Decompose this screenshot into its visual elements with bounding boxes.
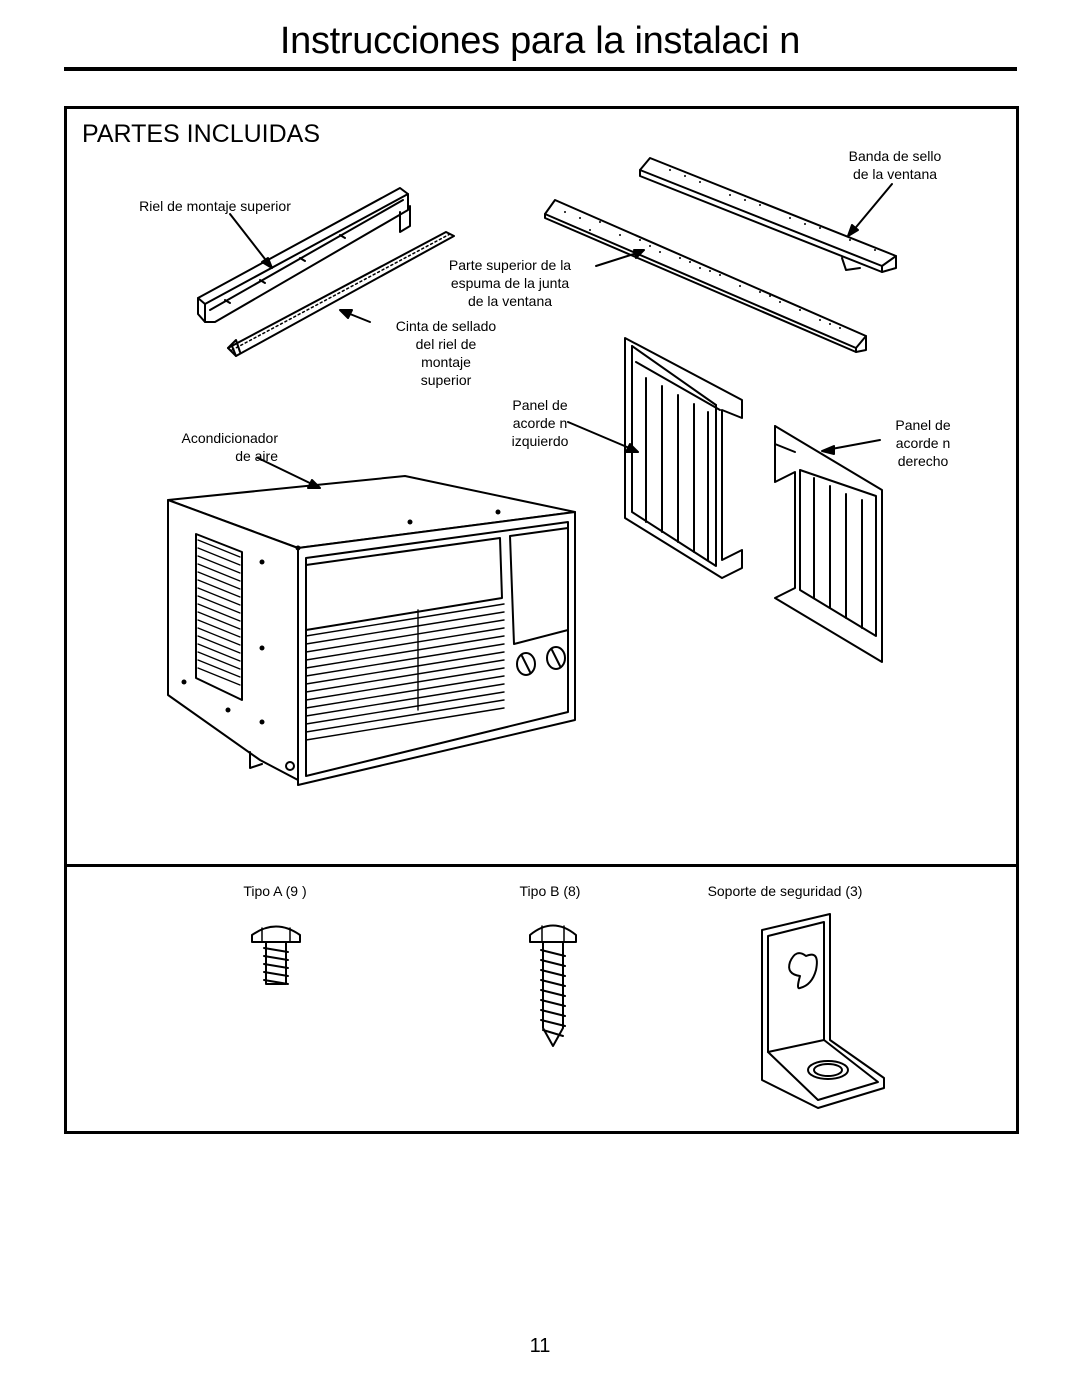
title-rule [64, 67, 1017, 71]
air-conditioner-callout-line [257, 457, 317, 487]
air-conditioner-label: Acondicionador de aire [181, 430, 278, 464]
rail-label: Riel de montaje superior [139, 198, 291, 214]
left-panel-callout-line [567, 421, 635, 451]
right-panel-label: Panel de acorde n derecho [895, 417, 951, 469]
top-mounting-rail-drawing [197, 187, 411, 323]
page-title: Instrucciones para la instalaci n [279, 20, 801, 62]
foam-callout-line [595, 251, 641, 267]
seal-strip-label: Banda de sello de la ventana [848, 148, 942, 182]
screw-type-b-drawing [529, 924, 577, 1047]
security-bracket-drawing [761, 913, 885, 1109]
right-accordion-panel-drawing [774, 425, 883, 663]
window-seal-strip-drawing [639, 157, 897, 273]
seal-tape-label: Cinta de sellado del riel de montaje sup… [395, 318, 497, 388]
left-panel-label: Panel de acorde n izquierdo [511, 397, 569, 449]
foam-strip-drawing [544, 199, 867, 353]
seal-strip-callout-line [851, 183, 893, 233]
bracket-label: Soporte de seguridad (3) [707, 883, 863, 899]
seal-tape-drawing [227, 231, 455, 357]
left-accordion-panel-drawing [624, 337, 743, 579]
type-a-label: Tipo A (9 ) [243, 883, 307, 899]
hardware-divider [64, 864, 1019, 867]
page-number: 11 [529, 1335, 551, 1357]
section-heading: PARTES INCLUIDAS [82, 120, 321, 148]
foam-top-label: Parte superior de la espuma de la junta … [448, 257, 572, 309]
air-conditioner-drawing [167, 475, 576, 786]
type-b-label: Tipo B (8) [519, 883, 581, 899]
parts-frame [64, 106, 1019, 1134]
screw-type-a-drawing [251, 925, 301, 985]
